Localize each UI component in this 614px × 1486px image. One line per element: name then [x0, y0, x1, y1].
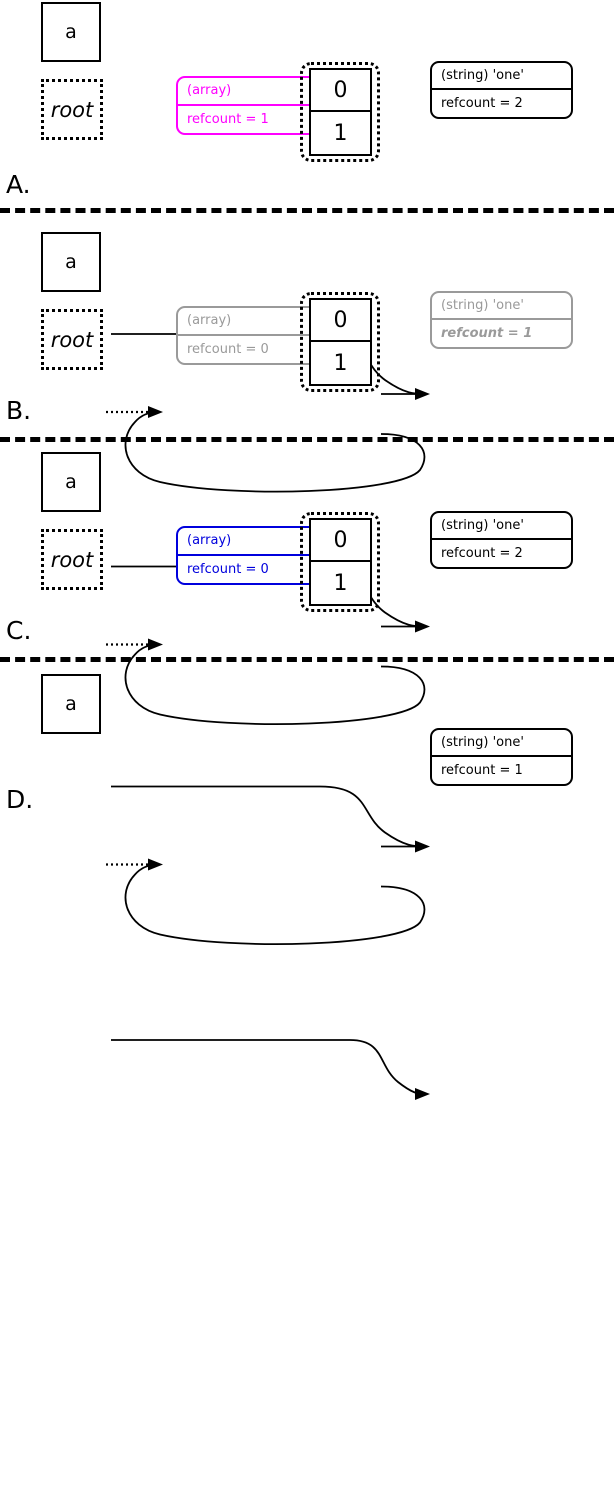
variable-label: a: [65, 251, 77, 273]
array-cell-index: 1: [333, 350, 348, 376]
string-value-box: (string) 'one' refcount = 2: [430, 61, 573, 119]
array-cells-wrapper: [300, 62, 380, 162]
variable-box-a: a: [41, 2, 101, 62]
root-box: root: [41, 309, 103, 370]
array-cell-1: 1: [311, 112, 370, 154]
root-label: root: [50, 97, 94, 122]
string-type-row: (string) 'one': [432, 513, 571, 540]
string-refcount-label: refcount = 2: [441, 96, 523, 111]
panel-d: a (string) 'one' refcount = 1 D.: [0, 672, 614, 1100]
array-cell-index: 1: [333, 120, 348, 146]
variable-label: a: [65, 21, 77, 43]
panel-letter-text: B.: [6, 396, 32, 425]
variable-box-a: a: [41, 452, 101, 512]
array-cells: 0 1: [309, 298, 372, 386]
array-cell-0: 0: [311, 300, 370, 342]
string-refcount-row: refcount = 2: [432, 540, 571, 567]
array-cell-1: 1: [311, 562, 370, 604]
array-cell-index: 0: [333, 77, 348, 103]
root-box: root: [41, 79, 103, 140]
array-refcount-label: refcount = 0: [187, 561, 269, 577]
string-value-box: (string) 'one' refcount = 1: [430, 291, 573, 349]
array-refcount-row: refcount = 1: [178, 106, 319, 134]
string-refcount-row: refcount = 1: [432, 757, 571, 784]
array-type-row: (array): [178, 528, 319, 556]
array-type-row: (array): [178, 78, 319, 106]
array-cell-index: 0: [333, 527, 348, 553]
panel-letter-b: B.: [6, 398, 31, 423]
string-type-row: (string) 'one': [432, 730, 571, 757]
string-refcount-row: refcount = 1: [432, 320, 571, 347]
panel-letter-text: C.: [6, 616, 32, 645]
panel-b: a root (array) refcount = 0 0 1 (string)…: [0, 230, 614, 725]
array-cells: 0 1: [309, 68, 372, 156]
array-refcount-label: refcount = 0: [187, 341, 269, 357]
panel-letter-text: A.: [6, 170, 31, 199]
string-value-box: (string) 'one' refcount = 1: [430, 728, 573, 786]
root-label: root: [50, 327, 94, 352]
array-struct-box: (array) refcount = 1: [176, 76, 321, 135]
root-box: root: [41, 529, 103, 590]
variable-label: a: [65, 471, 77, 493]
array-refcount-row: refcount = 0: [178, 556, 319, 584]
array-cell-index: 1: [333, 570, 348, 596]
array-cells: 0 1: [309, 518, 372, 606]
variable-label: a: [65, 693, 77, 715]
panel-c: a root (array) refcount = 0 0 1 (string)…: [0, 450, 614, 945]
string-type-label: (string) 'one': [441, 298, 524, 313]
string-type-label: (string) 'one': [441, 518, 524, 533]
array-cell-0: 0: [311, 70, 370, 112]
separator-b-c: [0, 437, 614, 442]
array-type-label: (array): [187, 83, 232, 99]
panel-letter-a: A.: [6, 172, 31, 197]
array-refcount-row: refcount = 0: [178, 336, 319, 364]
array-type-label: (array): [187, 533, 232, 549]
variable-box-a: a: [41, 674, 101, 734]
string-type-row: (string) 'one': [432, 293, 571, 320]
separator-c-d: [0, 657, 614, 662]
array-type-row: (array): [178, 308, 319, 336]
array-type-label: (array): [187, 313, 232, 329]
panel-a: a root (array) refcount = 1 0 1 (string)…: [0, 0, 614, 493]
array-refcount-label: refcount = 1: [187, 111, 269, 127]
panel-letter-d: D.: [6, 787, 33, 812]
string-refcount-row: refcount = 2: [432, 90, 571, 117]
separator-a-b: [0, 208, 614, 213]
array-cell-1: 1: [311, 342, 370, 384]
panel-letter-c: C.: [6, 618, 31, 643]
panel-d-arrowheads: [415, 1088, 430, 1100]
string-refcount-label: refcount = 1: [441, 763, 523, 778]
panel-d-edges: [111, 1039, 425, 1095]
array-cell-index: 0: [333, 307, 348, 333]
string-type-label: (string) 'one': [441, 735, 524, 750]
string-value-box: (string) 'one' refcount = 2: [430, 511, 573, 569]
string-refcount-label: refcount = 1: [441, 326, 533, 341]
string-type-row: (string) 'one': [432, 63, 571, 90]
array-cell-0: 0: [311, 520, 370, 562]
string-type-label: (string) 'one': [441, 68, 524, 83]
string-refcount-label: refcount = 2: [441, 546, 523, 561]
root-label: root: [50, 547, 94, 572]
variable-box-a: a: [41, 232, 101, 292]
panel-letter-text: D.: [6, 785, 34, 814]
